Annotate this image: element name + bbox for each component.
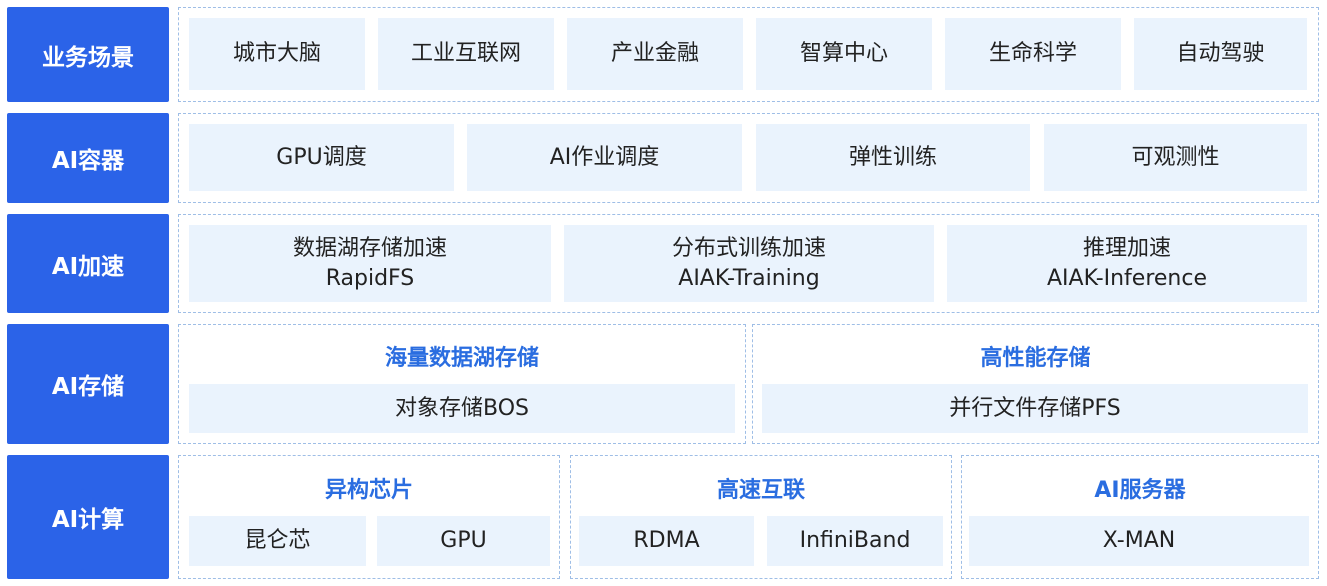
scenario-item: 城市大脑 [189,18,365,90]
compute-group: 异构芯片 昆仑芯 GPU [178,455,560,579]
scenario-item: 产业金融 [567,18,743,90]
storage-group: 高性能存储 并行文件存储PFS [752,324,1319,444]
row-ai-storage: AI存储 海量数据湖存储 对象存储BOS 高性能存储 并行文件存储PFS [0,324,1327,444]
group-title: 高性能存储 [980,346,1091,371]
compute-group: 高速互联 RDMA InfiniBand [570,455,952,579]
acceleration-item-title: 推理加速 [1082,235,1171,261]
storage-group: 海量数据湖存储 对象存储BOS [178,324,746,444]
row-business-scenarios: 业务场景 城市大脑 工业互联网 产业金融 智算中心 生命科学 自动驾驶 [0,7,1327,102]
row-ai-compute: AI计算 异构芯片 昆仑芯 GPU 高速互联 RDMA InfiniBand A… [0,455,1327,579]
row-ai-acceleration: AI加速 数据湖存储加速 RapidFS 分布式训练加速 AIAK-Traini… [0,214,1327,313]
scenario-item: 智算中心 [756,18,932,90]
scenario-item: 生命科学 [945,18,1121,90]
container-panel: GPU调度 AI作业调度 弹性训练 可观测性 [178,113,1319,203]
group-title: 异构芯片 [324,478,413,503]
storage-item: 对象存储BOS [189,384,735,433]
group-title: 海量数据湖存储 [384,346,539,371]
acceleration-item: 数据湖存储加速 RapidFS [189,225,551,302]
scenarios-panel: 城市大脑 工业互联网 产业金融 智算中心 生命科学 自动驾驶 [178,7,1319,102]
row-label: 业务场景 [7,7,169,102]
row-label: AI容器 [7,113,169,203]
group-title: 高速互联 [716,478,805,503]
scenario-item: 自动驾驶 [1134,18,1307,90]
compute-item: X-MAN [969,516,1309,566]
storage-item: 并行文件存储PFS [762,384,1308,433]
acceleration-item-product: RapidFS [325,265,415,291]
container-item: 弹性训练 [756,124,1030,191]
scenario-item: 工业互联网 [378,18,554,90]
container-item: AI作业调度 [467,124,742,191]
acceleration-item-title: 数据湖存储加速 [292,235,447,261]
compute-group: AI服务器 X-MAN [961,455,1319,579]
group-title: AI服务器 [1094,478,1186,503]
acceleration-panel: 数据湖存储加速 RapidFS 分布式训练加速 AIAK-Training 推理… [178,214,1319,313]
compute-item: InfiniBand [767,516,943,566]
compute-item: 昆仑芯 [189,516,366,566]
compute-item: GPU [377,516,550,566]
row-label: AI计算 [7,455,169,579]
container-item: 可观测性 [1044,124,1307,191]
compute-item: RDMA [579,516,754,566]
row-label: AI存储 [7,324,169,444]
acceleration-item: 推理加速 AIAK-Inference [947,225,1307,302]
acceleration-item-product: AIAK-Training [678,265,820,291]
row-label: AI加速 [7,214,169,313]
container-item: GPU调度 [189,124,454,191]
acceleration-item-title: 分布式训练加速 [671,235,826,261]
acceleration-item: 分布式训练加速 AIAK-Training [564,225,934,302]
acceleration-item-product: AIAK-Inference [1046,265,1208,291]
row-ai-container: AI容器 GPU调度 AI作业调度 弹性训练 可观测性 [0,113,1327,203]
